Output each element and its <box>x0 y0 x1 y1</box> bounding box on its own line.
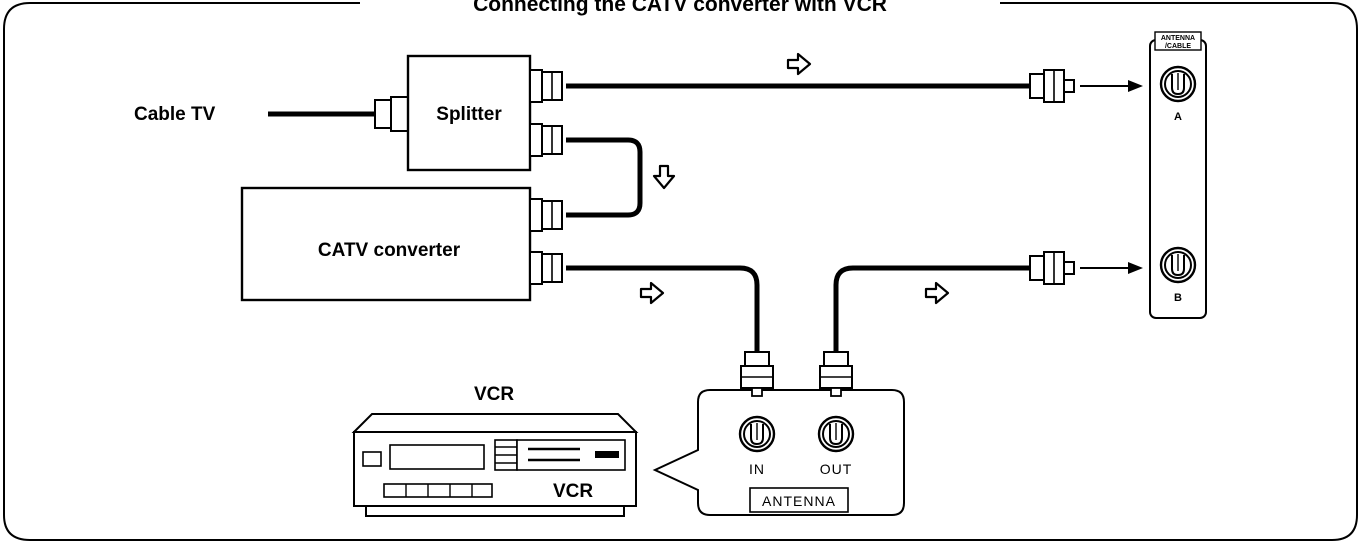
splitter-box <box>406 54 532 172</box>
arrow-right-icon <box>924 281 950 305</box>
f-connector-icon <box>740 351 774 397</box>
frame-border <box>3 1 1358 541</box>
f-connector-icon <box>1029 69 1075 103</box>
catv-converter-label: CATV converter <box>318 240 461 261</box>
vcr-out-label: OUT <box>820 461 853 477</box>
cable-tv-label: Cable TV <box>134 104 216 125</box>
arrow-right-icon <box>639 281 665 305</box>
vcr-device <box>351 413 639 517</box>
vcr-body-label: VCR <box>553 481 593 502</box>
splitter-label: Splitter <box>436 104 502 125</box>
arrow-to-tv-a <box>1080 80 1143 92</box>
splitter-output-port-top <box>529 69 563 103</box>
tv-panel-label-line1: ANTENNA <box>1161 35 1195 42</box>
f-connector-icon <box>819 351 853 397</box>
antenna-label: ANTENNA <box>762 493 836 509</box>
coax-jack-icon <box>738 415 776 453</box>
arrow-to-tv-b <box>1080 262 1143 274</box>
splitter-output-port-bottom <box>529 123 563 157</box>
arrow-right-icon <box>786 52 812 76</box>
vcr-in-label: IN <box>749 461 765 477</box>
tv-panel-label-line2: /CABLE <box>1165 43 1191 50</box>
converter-input-port <box>529 198 563 232</box>
coax-jack-icon <box>1159 65 1197 103</box>
tv-jack-a-label: A <box>1174 111 1182 123</box>
converter-output-port <box>529 251 563 285</box>
coax-jack-icon <box>817 415 855 453</box>
cable-converter-to-vcr-in <box>566 265 760 352</box>
tv-jack-b-label: B <box>1174 292 1182 304</box>
vcr-title-label: VCR <box>474 384 514 405</box>
cable-splitter-to-converter <box>566 137 643 218</box>
splitter-input-connector <box>374 96 410 132</box>
cable-vcr-out-to-tv-b <box>833 265 1030 352</box>
coax-jack-icon <box>1159 246 1197 284</box>
tv-panel-label-box <box>1154 31 1202 51</box>
f-connector-icon <box>1029 251 1075 285</box>
diagram-title: Connecting the CATV converter with VCR <box>473 0 887 16</box>
catv-converter-box <box>240 186 532 302</box>
antenna-label-box <box>749 487 849 513</box>
arrow-down-icon <box>652 164 676 190</box>
